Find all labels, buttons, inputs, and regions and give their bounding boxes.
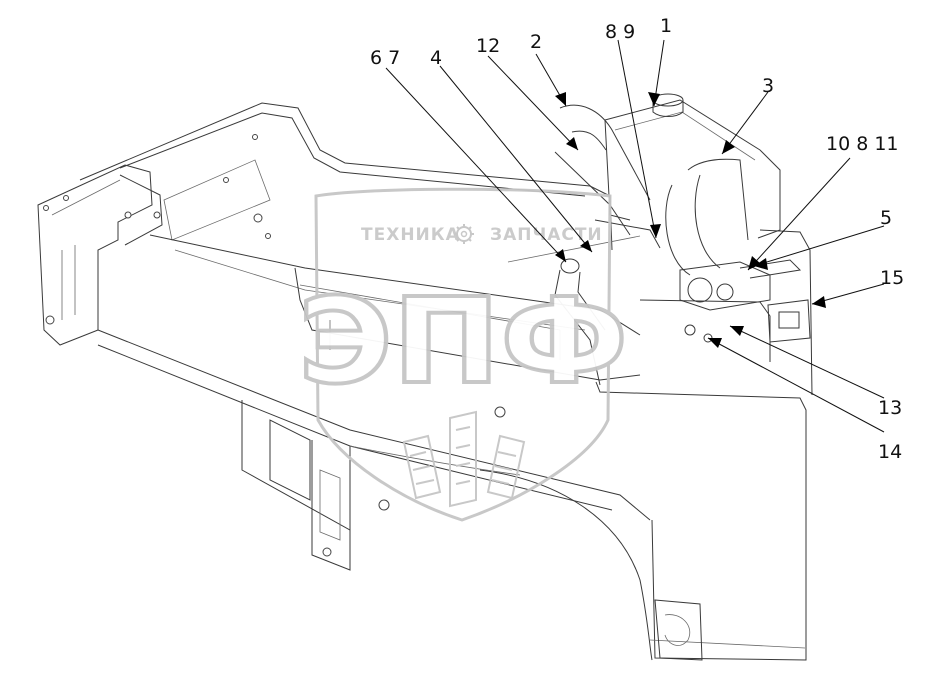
gear-icon bbox=[454, 224, 474, 244]
callout-labels: 1 2 3 4 5 6 7 8 9 12 10 8 11 15 13 14 bbox=[370, 15, 904, 463]
callout-4: 4 bbox=[430, 47, 442, 69]
callout-1: 1 bbox=[660, 15, 672, 37]
callout-6-7: 6 7 bbox=[370, 47, 400, 69]
callout-2: 2 bbox=[530, 31, 542, 53]
callout-14: 14 bbox=[878, 441, 902, 463]
callout-3: 3 bbox=[762, 75, 774, 97]
leader-arrowheads bbox=[555, 92, 826, 348]
watermark-big-letters: ЭПФ bbox=[298, 272, 628, 410]
callout-5: 5 bbox=[880, 207, 892, 229]
watermark-shield bbox=[314, 187, 612, 522]
leader-lines bbox=[385, 39, 885, 433]
callout-8-9: 8 9 bbox=[605, 21, 635, 43]
callout-12: 12 bbox=[476, 35, 500, 57]
wheat-emblem bbox=[402, 410, 526, 508]
tank-assembly bbox=[507, 93, 811, 386]
callout-10-8-11: 10 8 11 bbox=[826, 133, 899, 155]
callout-15: 15 bbox=[880, 267, 904, 289]
callout-13: 13 bbox=[878, 397, 902, 419]
watermark-word-left: ТЕХНИКА bbox=[361, 225, 460, 245]
watermark: ТЕХНИКА ЗАПЧАСТИ ЭПФ bbox=[296, 187, 630, 522]
